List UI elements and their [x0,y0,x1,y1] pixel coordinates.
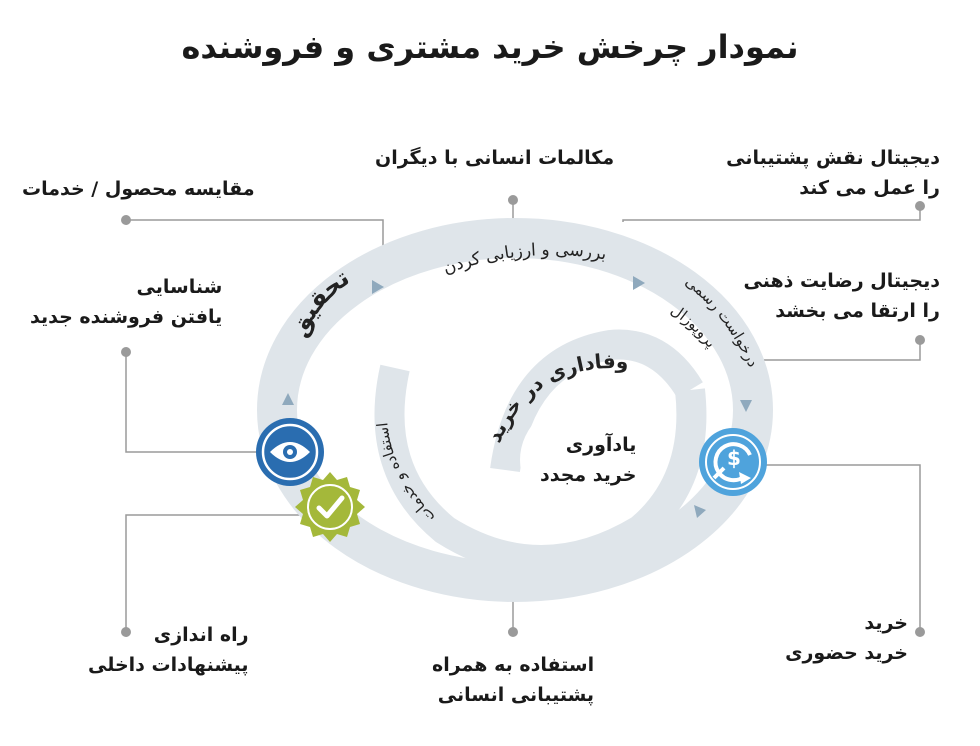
dot-purchase [915,627,925,637]
purchase-badge: $ [699,428,767,496]
label-digital-support: دیجیتال نقش پشتیبانی را عمل می کند [726,147,940,199]
label-identify: شناسایی یافتن فروشنده جدید [30,276,223,328]
arrow-purchase [740,400,752,412]
label-compare: مقایسه محصول / خدمات [22,178,255,200]
leader-digital-satisfaction [764,340,921,361]
arrow-identify [282,393,294,405]
inner-loop-upper [490,329,703,473]
leader-purchase [735,464,921,632]
seal-shape [295,472,365,542]
dot-conversations [508,195,518,205]
svg-text:$: $ [727,446,741,470]
dot-human-use [508,627,518,637]
outer-loop [257,218,773,602]
leader-identify [125,352,268,453]
arrow-proposal [633,276,645,290]
label-human-use: استفاده به همراه پشتیبانی انسانی [432,654,595,706]
arrow-loop-back [694,505,706,518]
dot-compare [121,215,131,225]
checkmark-seal-icon [316,495,345,519]
inner-loop-hole [520,398,660,522]
label-purchase: خرید خرید حضوری [785,612,908,664]
leader-compare [126,219,384,258]
eye-badge [256,418,324,486]
dot-identify [121,347,131,357]
dollar-cycle-icon: $ [712,442,752,484]
arrow-research [372,280,384,294]
label-conversations: مکالمات انسانی با دیگران [375,147,615,169]
inner-loop-lower [374,364,707,575]
page-title: نمودار چرخش خرید مشتری و فروشنده [181,28,799,66]
dot-launch [121,627,131,637]
dot-digital-satisfaction [915,335,925,345]
eye-icon [270,442,310,462]
dot-digital-support [915,201,925,211]
leader-launch [125,514,300,632]
label-repurchase: یادآوری خرید مجدد [540,434,637,486]
leader-digital-support [622,206,921,222]
flow-arrows [282,276,752,518]
label-digital-satisfaction: دیجیتال رضایت ذهنی را ارتقا می بخشد [743,270,940,322]
check-badge [295,472,365,542]
label-launch: راه اندازی پیشنهادات داخلی [88,624,249,676]
